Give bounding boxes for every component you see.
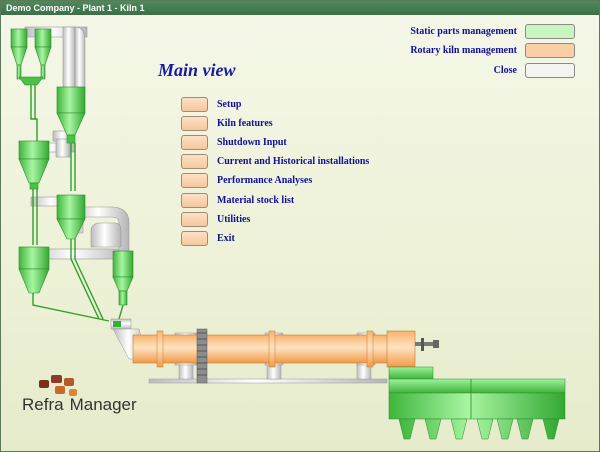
setup-button[interactable]	[181, 97, 208, 112]
refra-manager-logo: Refra Manager	[19, 373, 159, 433]
rotary-kiln	[132, 328, 439, 384]
window-titlebar: Demo Company - Plant 1 - Kiln 1	[1, 1, 599, 15]
rotary-kiln-label[interactable]: Rotary kiln management	[410, 45, 517, 56]
cyclone-stages	[18, 86, 134, 306]
static-parts-label[interactable]: Static parts management	[410, 26, 517, 37]
page-title: Main view	[158, 60, 236, 80]
logo-text: Refra Manager	[22, 395, 137, 415]
material-stock-list-label[interactable]: Material stock list	[217, 195, 295, 206]
exit-button[interactable]	[181, 231, 208, 246]
shutdown-input-label[interactable]: Shutdown Input	[217, 137, 287, 148]
installations-button[interactable]	[181, 154, 208, 169]
setup-label[interactable]: Setup	[217, 99, 242, 110]
utilities-label[interactable]: Utilities	[217, 214, 251, 225]
installations-label[interactable]: Current and Historical installations	[217, 156, 370, 167]
close-button[interactable]	[525, 63, 575, 78]
exit-label[interactable]: Exit	[217, 233, 235, 244]
logo-bricks-icon	[39, 375, 77, 396]
utilities-button[interactable]	[181, 212, 208, 227]
kiln-features-button[interactable]	[181, 116, 208, 131]
rotary-kiln-button[interactable]	[525, 43, 575, 58]
close-label[interactable]: Close	[493, 65, 517, 76]
clinker-cooler	[388, 366, 566, 440]
top-cyclones	[10, 28, 52, 86]
preheater-ducts	[24, 26, 130, 260]
performance-analyses-label[interactable]: Performance Analyses	[217, 175, 313, 186]
material-stock-list-button[interactable]	[181, 193, 208, 208]
material-pipes	[30, 85, 124, 322]
performance-analyses-button[interactable]	[181, 173, 208, 188]
kiln-features-label[interactable]: Kiln features	[217, 118, 273, 129]
plant-illustration	[10, 26, 566, 440]
logo-text-refra: Refra	[22, 395, 64, 414]
logo-text-manager: Manager	[69, 395, 137, 414]
static-parts-button[interactable]	[525, 24, 575, 39]
shutdown-input-button[interactable]	[181, 135, 208, 150]
